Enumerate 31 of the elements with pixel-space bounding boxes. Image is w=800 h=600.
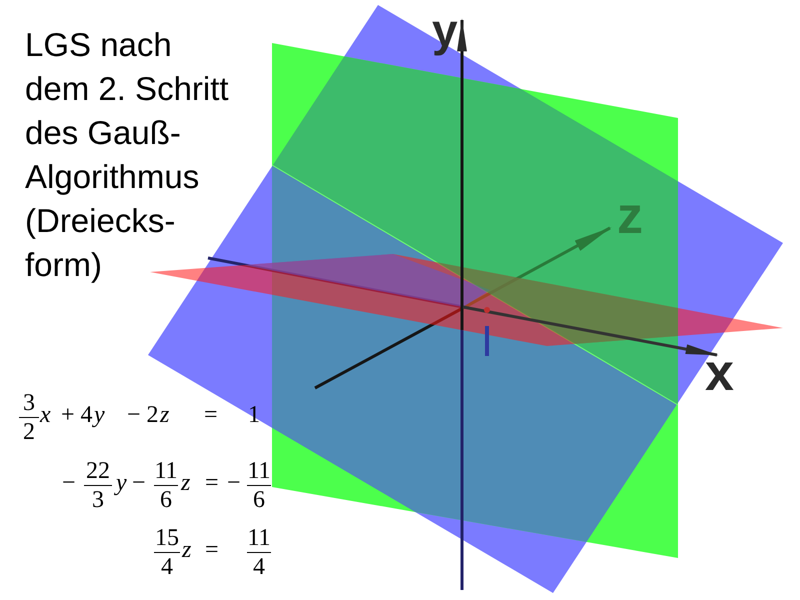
equation-term: y xyxy=(94,403,105,427)
fraction-denominator: 6 xyxy=(252,488,266,512)
equation-term: = xyxy=(205,471,219,495)
equation-term: = xyxy=(204,403,218,427)
axis-label: y xyxy=(432,7,458,53)
axis-label: x xyxy=(705,347,734,399)
equation-term: x xyxy=(40,403,51,427)
fraction-numerator: 15 xyxy=(154,526,180,553)
equation-term: − xyxy=(227,471,241,495)
fraction-numerator: 11 xyxy=(247,526,271,553)
fraction-numerator: 22 xyxy=(84,459,112,486)
fraction-denominator: 3 xyxy=(91,488,105,512)
equation-term: z xyxy=(181,471,190,495)
equation-term: y xyxy=(116,471,127,495)
equation-term: = xyxy=(205,538,219,562)
fraction-numerator: 11 xyxy=(154,459,178,486)
equation-term: z xyxy=(160,403,170,427)
equation-term: − xyxy=(62,471,76,495)
fraction-numerator: 3 xyxy=(19,391,39,418)
fraction-numerator: 11 xyxy=(247,459,271,486)
fraction-denominator: 6 xyxy=(159,488,173,512)
equation-term: + 4 xyxy=(61,403,93,427)
fraction-denominator: 4 xyxy=(252,555,266,579)
fraction-denominator: 2 xyxy=(22,420,36,444)
equation-term: − 2 xyxy=(127,403,159,427)
equation-term: − xyxy=(132,471,146,495)
axis-label: z xyxy=(617,190,643,242)
equation-term: z xyxy=(182,538,192,562)
fraction-denominator: 4 xyxy=(160,555,174,579)
equation-term: 1 xyxy=(248,403,260,427)
diagram-title: LGS nach dem 2. Schritt des Gauß- Algorithmus (Dreiecks- form) xyxy=(25,25,230,285)
